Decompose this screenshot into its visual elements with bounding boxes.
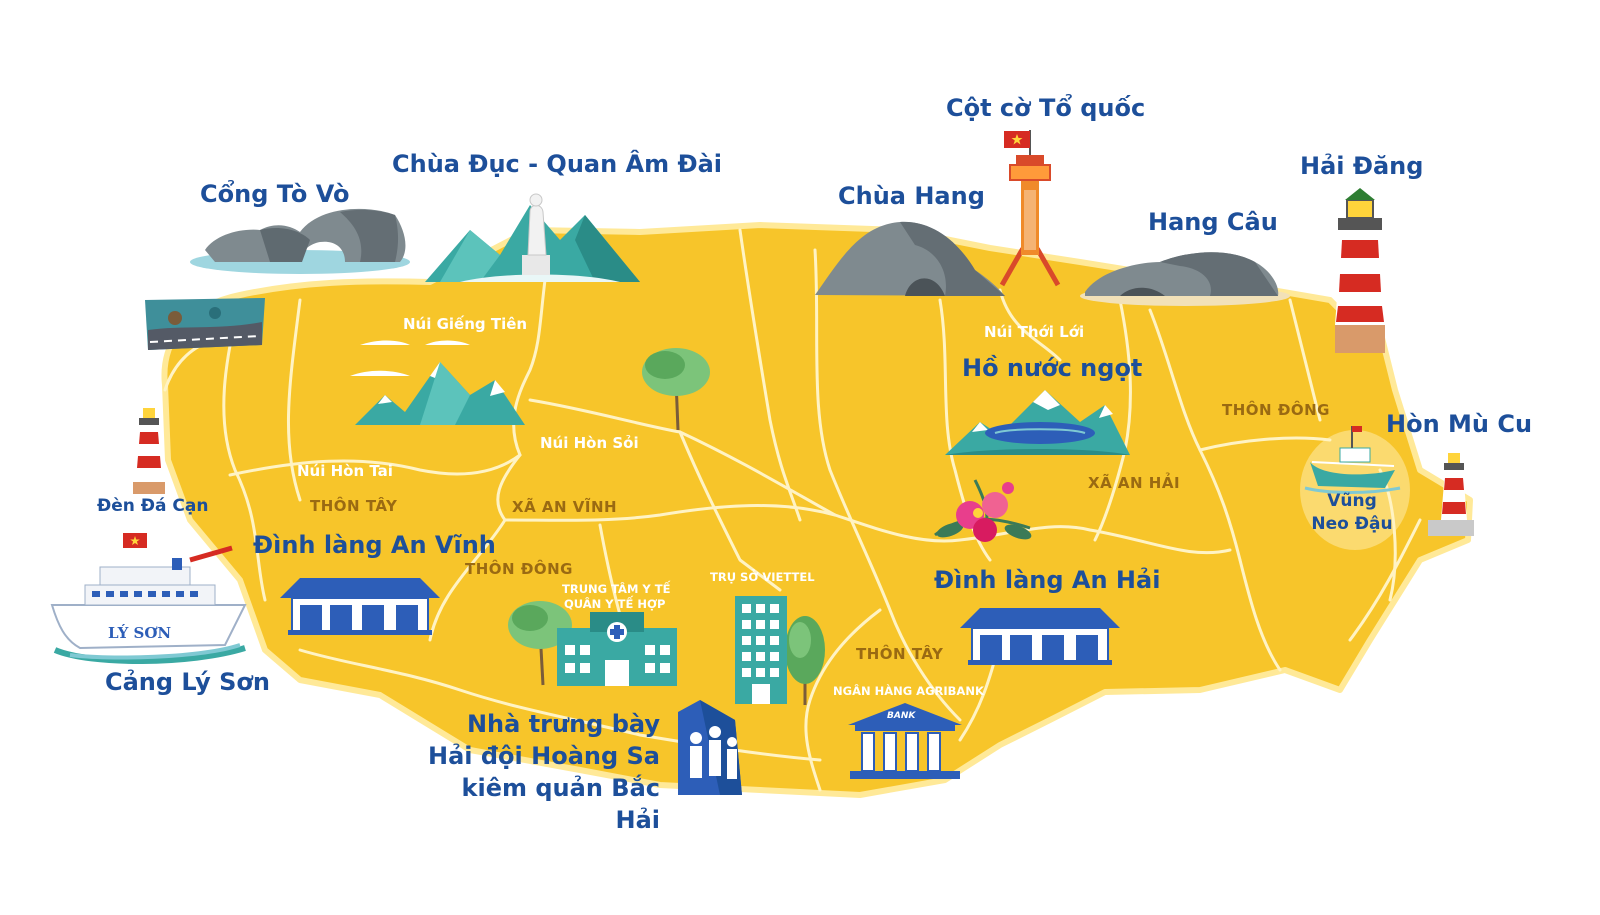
label-bank-sign: BANK: [887, 711, 916, 721]
viettel-office-building: [735, 596, 787, 704]
label-nui-hon-tai: Núi Hòn Tai: [297, 462, 393, 480]
label-nha-trung-bay: Nhà trưng bày Hải đội Hoàng Sa kiêm quản…: [420, 708, 660, 836]
label-dinh-an-hai: Đình làng An Hải: [934, 566, 1161, 594]
label-vung-neo-dau-word1: Vũng: [1327, 491, 1377, 511]
coastal-road-scene: [145, 298, 265, 350]
label-dinh-an-vinh: Đình làng An Vĩnh: [253, 531, 496, 559]
label-thon-dong-east: THÔN ĐÔNG: [1222, 401, 1330, 419]
label-trung-tam-y-te-2: QUÂN Y TẾ HỢP: [564, 597, 666, 611]
label-thon-dong-west: THÔN ĐÔNG: [465, 560, 573, 578]
hang-cau-rock: [1080, 252, 1290, 306]
label-ho-nuoc-ngot: Hồ nước ngọt: [962, 354, 1143, 382]
hon-mu-cu-lighthouse-icon: [1428, 453, 1474, 536]
label-trung-tam-y-te-1: TRUNG TÂM Y TẾ: [562, 582, 671, 596]
ly-son-ferry-icon: [50, 533, 247, 664]
label-viettel: TRỤ SỞ VIETTEL: [710, 570, 815, 584]
label-hon-mu-cu: Hòn Mù Cu: [1386, 410, 1533, 438]
flower-decoration-icon: [934, 479, 1032, 542]
label-chua-duc: Chùa Đục - Quan Âm Đài: [392, 150, 723, 178]
hospital-building: [557, 612, 677, 686]
label-nha-trung-bay-line1: Nhà trưng bày: [466, 710, 660, 738]
label-cong-to-vo: Cổng Tò Vò: [200, 180, 350, 208]
label-cang-ly-son: Cảng Lý Sơn: [105, 668, 270, 696]
dinh-lang-an-hai-building: [960, 608, 1120, 665]
tree-icon: [642, 348, 710, 431]
tree-icon-viettel: [785, 616, 825, 705]
cong-to-vo-rock-arch: [190, 208, 410, 274]
label-thon-tay-east: THÔN TÂY: [856, 645, 944, 663]
tree-icon-hospital: [508, 601, 572, 686]
agribank-building: [848, 703, 962, 779]
label-nha-trung-bay-line2: Hải đội Hoàng Sa: [428, 742, 660, 770]
label-nha-trung-bay-line3: kiêm quản Bắc Hải: [461, 774, 660, 834]
hoang-sa-exhibit-icon: [678, 700, 742, 795]
nui-gieng-tien-mountains: [350, 340, 525, 425]
label-agribank: NGÂN HÀNG AGRIBANK: [833, 684, 984, 698]
label-xa-an-hai: XÃ AN HẢI: [1088, 474, 1181, 492]
vietnam-flag-small-icon: [123, 533, 147, 548]
label-hai-dang: Hải Đăng: [1300, 152, 1424, 180]
label-nui-hon-soi: Núi Hòn Sỏi: [540, 434, 639, 452]
chua-duc-mountains: [425, 193, 640, 282]
flag-tower-icon: [999, 130, 1061, 287]
label-cot-co: Cột cờ Tổ quốc: [946, 94, 1146, 122]
label-den-da-can: Đèn Đá Cạn: [97, 496, 209, 516]
label-chua-hang: Chùa Hang: [838, 182, 985, 210]
label-thon-tay-west: THÔN TÂY: [310, 497, 398, 515]
chua-hang-cave-rock: [815, 221, 1005, 296]
label-xa-an-vinh: XÃ AN VĨNH: [512, 498, 618, 516]
label-hang-cau: Hang Câu: [1148, 208, 1278, 236]
vung-neo-dau-harbor: [1300, 426, 1410, 550]
label-ship-name: LÝ SƠN: [108, 624, 172, 642]
road-network: [163, 228, 1422, 792]
label-vung-neo-dau-word2: Neo Đậu: [1311, 514, 1393, 534]
ho-nuoc-ngot-lake: [945, 390, 1130, 455]
vietnam-flag-icon: [1004, 131, 1030, 148]
label-nui-thoi-loi: Núi Thới Lới: [984, 323, 1085, 341]
quan-am-statue-icon: [522, 193, 550, 275]
dinh-lang-an-vinh-building: [280, 578, 440, 635]
den-da-can-lighthouse-icon: [133, 408, 165, 494]
label-nui-gieng-tien: Núi Giếng Tiên: [403, 315, 528, 333]
hai-dang-lighthouse-icon: [1335, 188, 1385, 353]
